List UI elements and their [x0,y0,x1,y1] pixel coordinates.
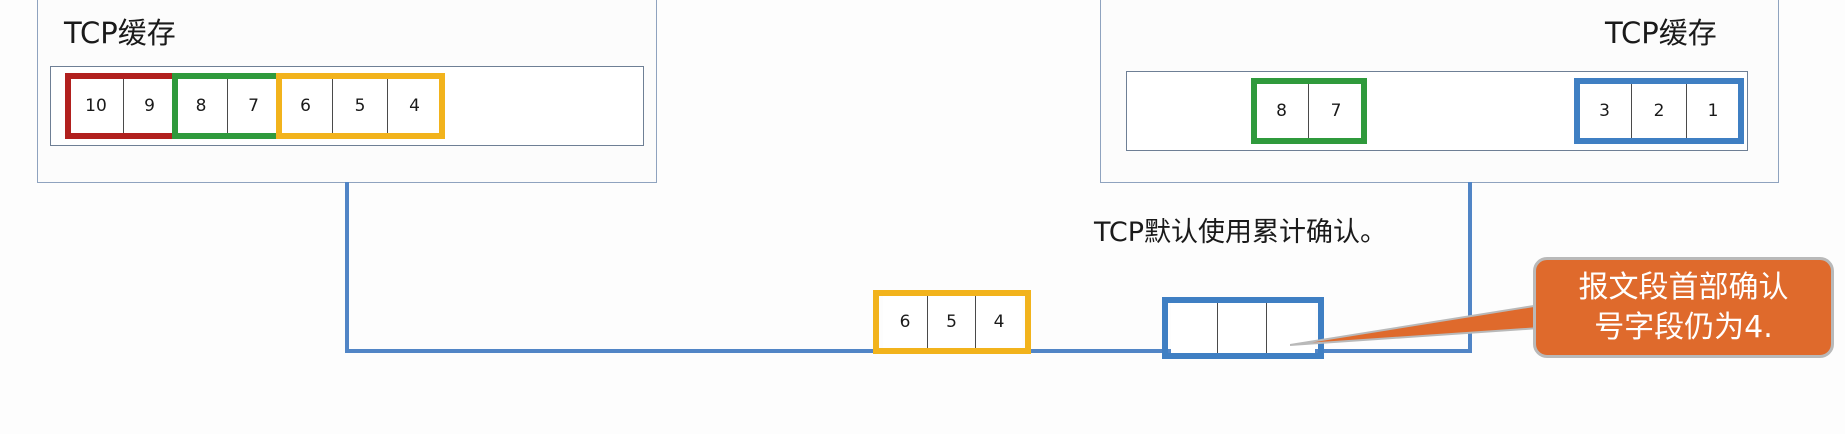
cumulative-ack-caption: TCP默认使用累计确认。 [1094,217,1388,248]
ack-number-callout: 报文段首部确认 号字段仍为4. [1533,257,1834,358]
sender-title: TCP缓存 [64,16,176,50]
cell-divider [1686,82,1688,140]
cell-divider [227,77,229,135]
sender-panel: TCP缓存 10 9 8 7 6 5 4 [37,0,657,183]
sender-cell-7: 7 [228,77,279,135]
cell-divider [387,77,389,135]
green-segment-group [1251,78,1367,144]
callout-line-2: 号字段仍为4. [1594,310,1773,345]
sender-cell-6: 6 [279,77,332,135]
transit-cell-6: 6 [883,293,927,351]
receiver-cell-3: 3 [1578,82,1631,140]
ack-cell [1171,302,1217,354]
receiver-cell-2: 2 [1632,82,1686,140]
transit-cell-4: 4 [976,293,1022,351]
sender-wire [345,182,349,353]
cell-divider [1631,82,1633,140]
sender-cell-8: 8 [175,77,227,135]
sender-cell-10: 10 [69,77,123,135]
cell-divider [1266,302,1268,354]
receiver-buffer: 8 7 3 2 1 [1126,71,1748,151]
cell-divider [332,77,334,135]
receiver-panel: TCP缓存 8 7 3 2 1 [1100,0,1779,183]
sender-cell-4: 4 [388,77,441,135]
callout-pointer [1290,303,1541,346]
yellow-segment-group [276,73,445,139]
red-segment-group [65,73,178,139]
receiver-wire [1468,182,1472,353]
receiver-title: TCP缓存 [1605,16,1717,50]
sender-buffer: 10 9 8 7 6 5 4 [50,66,644,146]
in-transit-data-segment: 6 5 4 [873,290,1031,354]
in-transit-ack-segment [1162,297,1324,359]
cell-divider [1308,82,1310,140]
blue-segment-group [1162,297,1324,359]
sender-cell-9: 9 [124,77,175,135]
cell-divider [927,293,929,351]
receiver-cell-1: 1 [1687,82,1739,140]
yellow-segment-group [873,290,1031,354]
cell-divider [123,77,125,135]
ack-cell [1218,302,1266,354]
sender-cell-5: 5 [333,77,387,135]
receiver-cell-8: 8 [1255,82,1308,140]
cell-divider [975,293,977,351]
blue-segment-group [1574,78,1744,144]
transit-cell-5: 5 [928,293,975,351]
receiver-cell-7: 7 [1309,82,1363,140]
callout-line-1: 报文段首部确认 [1578,270,1789,305]
cell-divider [1217,302,1219,354]
green-segment-group [172,73,282,139]
